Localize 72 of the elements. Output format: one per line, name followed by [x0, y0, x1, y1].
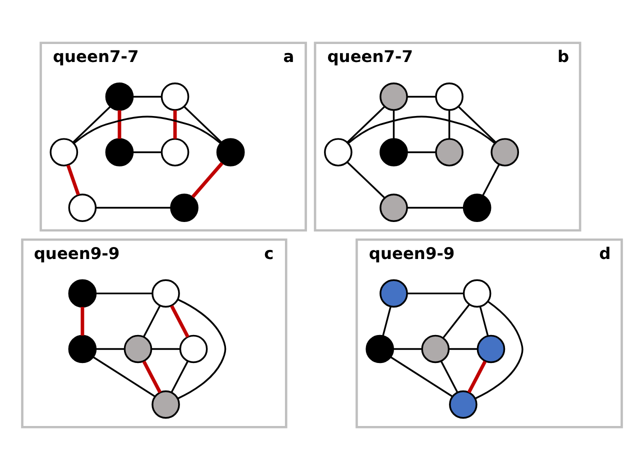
cluster: queen9-9 d — [356, 238, 623, 428]
node-circle — [380, 82, 408, 111]
connector — [442, 304, 470, 338]
cluster: queen7-7 a — [40, 42, 307, 232]
node-circle — [160, 138, 190, 166]
node-circle — [105, 82, 134, 111]
node-circle — [50, 138, 78, 166]
node-circle — [68, 279, 97, 308]
node-circle — [68, 194, 97, 222]
node-circle — [160, 82, 190, 111]
node-circle — [476, 334, 506, 364]
connector — [440, 361, 458, 393]
node-circle — [435, 138, 464, 166]
connector — [177, 298, 226, 400]
connector — [66, 164, 80, 196]
connector — [346, 106, 386, 143]
node-circle — [124, 334, 152, 364]
connector — [392, 110, 395, 139]
connector — [474, 300, 524, 400]
cluster: queen9-9 c — [21, 238, 288, 428]
connector — [348, 116, 496, 144]
node-circle — [462, 194, 492, 222]
node-circle — [490, 138, 520, 166]
node-circle — [170, 194, 198, 222]
connector — [407, 151, 436, 154]
connector — [479, 306, 489, 336]
connector — [118, 110, 122, 139]
node-circle — [366, 334, 394, 364]
node-circle — [152, 279, 180, 308]
cluster: queen7-7 b — [314, 42, 582, 232]
node-circle — [68, 334, 97, 364]
node-circle — [421, 334, 450, 364]
connector — [170, 305, 190, 338]
connector — [407, 292, 464, 294]
node-circle — [324, 138, 352, 166]
node-circle — [152, 390, 180, 419]
connector — [448, 348, 478, 350]
connector — [80, 306, 84, 336]
connector — [184, 106, 222, 143]
connector — [482, 164, 500, 196]
connector — [96, 206, 171, 209]
connector — [96, 292, 152, 294]
connector — [142, 360, 162, 394]
connector — [170, 361, 188, 393]
connector — [142, 306, 161, 338]
connector — [173, 110, 177, 139]
connector — [448, 110, 450, 139]
node-circle — [380, 194, 408, 222]
node-circle — [380, 138, 408, 166]
connector — [407, 96, 436, 98]
connector — [132, 96, 162, 98]
connector — [346, 162, 385, 198]
node-circle — [380, 279, 408, 308]
connector — [390, 356, 452, 397]
connector — [467, 360, 487, 394]
node-circle — [105, 138, 134, 166]
node-circle — [216, 138, 245, 166]
connector — [458, 106, 496, 143]
connector — [72, 106, 111, 143]
connector — [191, 162, 224, 198]
connector — [96, 348, 124, 350]
connector — [151, 348, 180, 350]
connector — [382, 306, 392, 336]
connector — [393, 348, 422, 350]
connector — [73, 116, 222, 144]
connector — [407, 206, 464, 209]
node-circle — [449, 390, 478, 419]
node-circle — [435, 82, 464, 111]
node-circle — [179, 334, 208, 364]
connector — [92, 356, 156, 397]
connector — [132, 151, 162, 154]
node-circle — [462, 279, 492, 308]
